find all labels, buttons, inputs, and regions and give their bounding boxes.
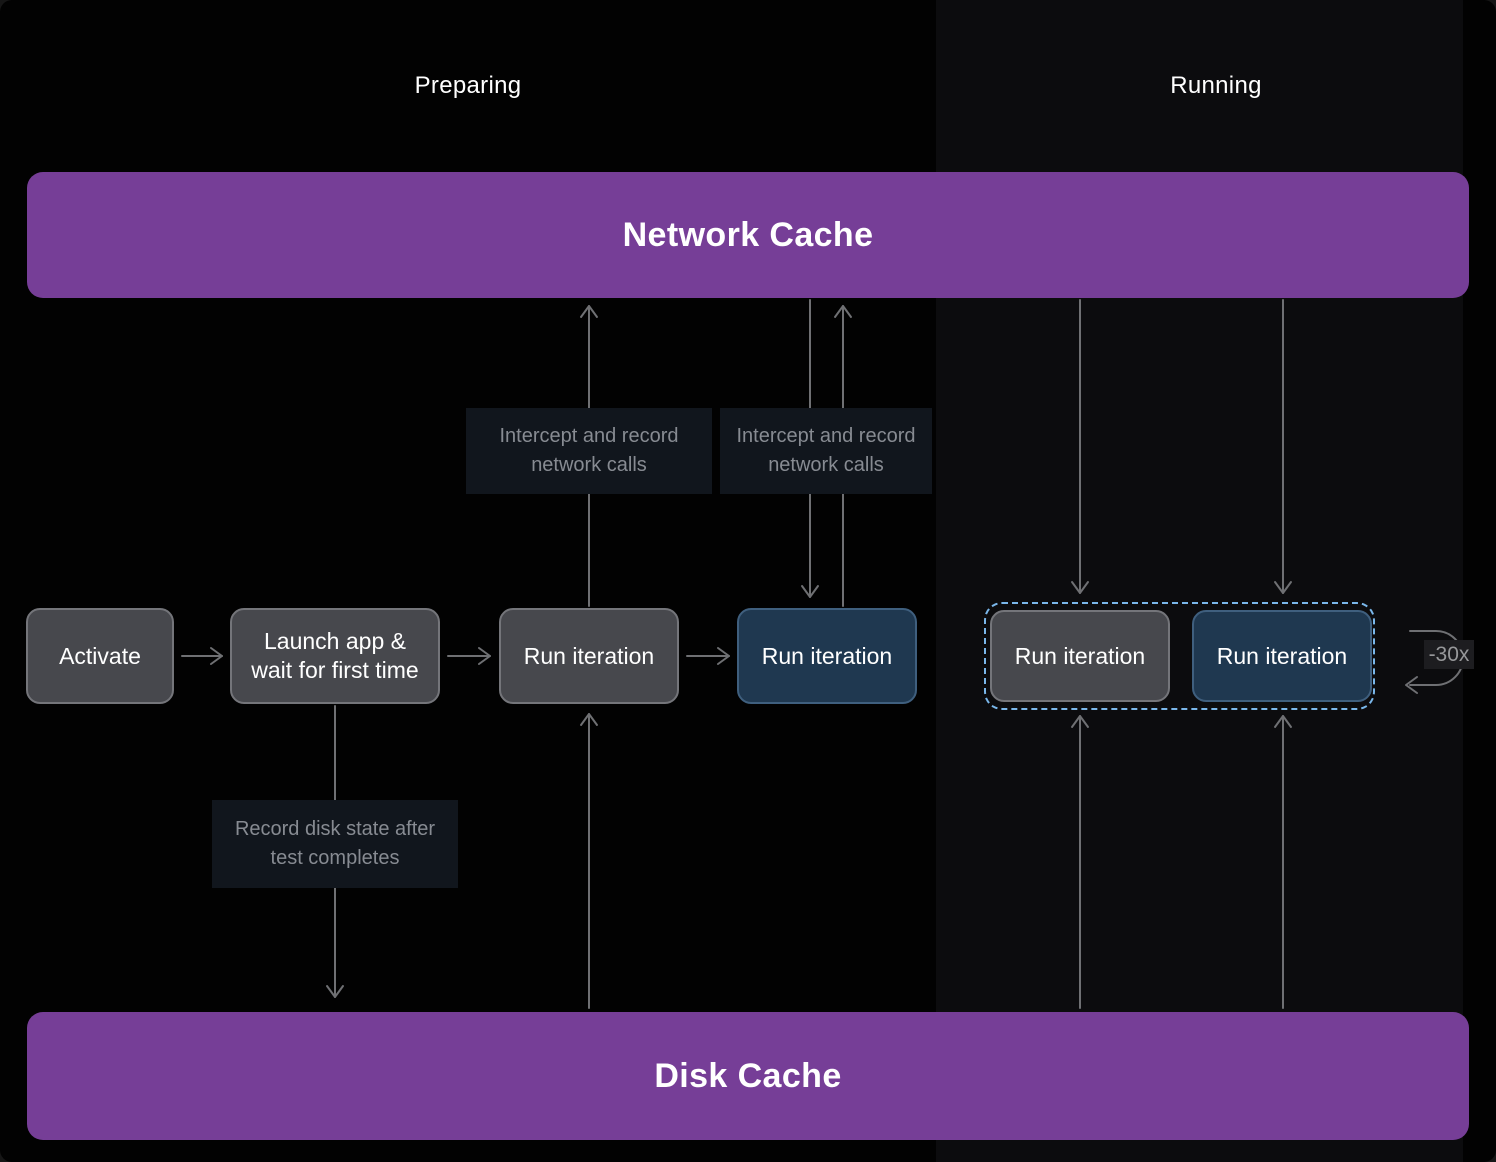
annotation-record-disk: Record disk state after test completes xyxy=(212,800,458,888)
running-loop-group xyxy=(984,602,1375,710)
section-label-running: Running xyxy=(1170,72,1262,99)
node-activate: Activate xyxy=(26,608,174,704)
network-cache-bar: Network Cache xyxy=(27,172,1469,298)
node-run-iteration-3: Run iteration xyxy=(990,610,1170,702)
disk-cache-label: Disk Cache xyxy=(654,1056,842,1095)
disk-cache-bar: Disk Cache xyxy=(27,1012,1469,1140)
section-label-preparing: Preparing xyxy=(414,72,522,99)
loop-count-badge: -30x xyxy=(1424,640,1474,669)
node-run-iteration-1: Run iteration xyxy=(499,608,679,704)
node-launch-app: Launch app & wait for first time xyxy=(230,608,440,704)
annotation-intercept-1: Intercept and record network calls xyxy=(466,408,712,494)
annotation-intercept-2: Intercept and record network calls xyxy=(720,408,932,494)
node-run-iteration-2: Run iteration xyxy=(737,608,917,704)
network-cache-label: Network Cache xyxy=(622,215,874,254)
node-run-iteration-4: Run iteration xyxy=(1192,610,1372,702)
